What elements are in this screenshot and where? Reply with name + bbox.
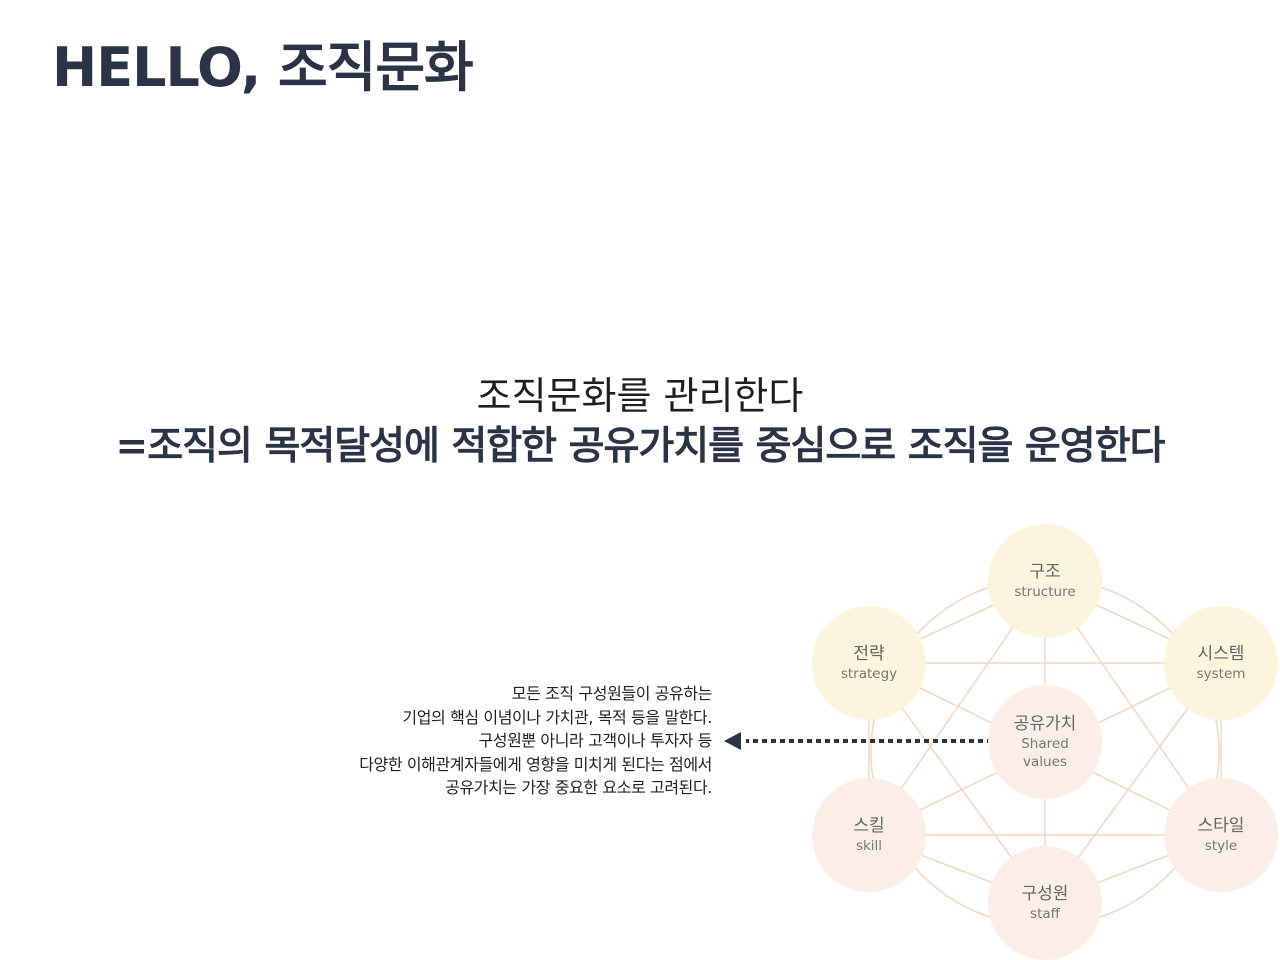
- node-label-ko: 스타일: [1197, 816, 1245, 836]
- shared-values-description: 모든 조직 구성원들이 공유하는 기업의 핵심 이념이나 가치관, 목적 등을 …: [250, 682, 712, 800]
- node-label-en: structure: [1014, 584, 1076, 600]
- description-line: 다양한 이해관계자들에게 영향을 미치게 된다는 점에서: [359, 754, 712, 774]
- node-label-ko: 스킬: [853, 816, 885, 836]
- node-label-en: Shared: [1021, 736, 1069, 752]
- node-label-ko: 구성원: [1021, 884, 1069, 904]
- node-label-ko: 구조: [1029, 562, 1061, 582]
- seven-s-diagram: 구조 structure 전략 strategy 시스템 system 공유가치…: [720, 515, 1280, 960]
- description-line: 공유가치는 가장 중요한 요소로 고려된다.: [445, 778, 712, 797]
- node-staff: 구성원 staff: [988, 846, 1102, 960]
- description-line: 구성원뿐 아니라 고객이나 투자자 등: [478, 731, 712, 750]
- dotted-arrow-left-icon: [724, 732, 992, 750]
- node-label-en: staff: [1030, 906, 1060, 922]
- node-label-en: style: [1204, 838, 1238, 854]
- headline-definition: =조직의 목적달성에 적합한 공유가치를 중심으로 조직을 운영한다: [115, 424, 1166, 469]
- node-label-en: skill: [855, 838, 883, 854]
- node-style: 스타일 style: [1164, 778, 1278, 892]
- node-skill: 스킬 skill: [812, 778, 926, 892]
- node-label-en: strategy: [840, 666, 898, 682]
- node-label-ko: 전략: [853, 644, 885, 664]
- node-strategy: 전략 strategy: [812, 606, 926, 720]
- node-label-ko: 공유가치: [1013, 714, 1077, 734]
- node-structure: 구조 structure: [988, 524, 1102, 638]
- node-shared-values: 공유가치 Shared values: [988, 685, 1102, 799]
- description-line: 기업의 핵심 이념이나 가치관, 목적 등을 말한다.: [402, 707, 712, 727]
- node-label-ko: 시스템: [1197, 644, 1245, 664]
- node-label-en: system: [1196, 666, 1246, 682]
- page-title: HELLO, 조직문화: [52, 36, 474, 99]
- headline-primary: 조직문화를 관리한다: [476, 374, 804, 418]
- description-line: 모든 조직 구성원들이 공유하는: [511, 684, 713, 703]
- node-label-en: values: [1023, 754, 1067, 770]
- node-system: 시스템 system: [1164, 606, 1278, 720]
